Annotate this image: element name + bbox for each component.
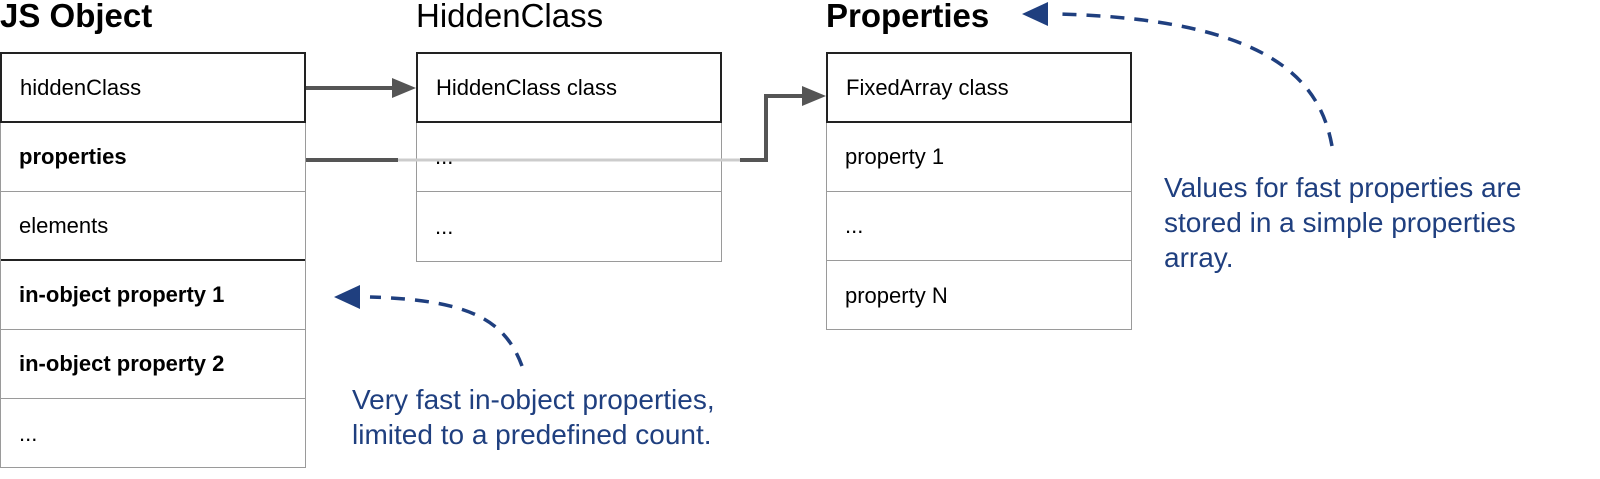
hidden-class-pointer-arrow	[306, 78, 416, 98]
hidden-class-row-1: ...	[417, 123, 721, 192]
fast-properties-note-line-2: stored in a simple properties	[1164, 207, 1516, 238]
properties-row-header: FixedArray class	[826, 52, 1132, 123]
in-object-note-arrow	[334, 285, 524, 367]
properties-row-ellipsis: ...	[827, 192, 1131, 261]
fast-properties-note-arrow	[1022, 2, 1334, 147]
properties-row-n: property N	[845, 282, 948, 308]
js-object-table: hiddenClass properties elements in-objec…	[0, 52, 306, 468]
js-object-row-in-object-2: in-object property 2	[1, 330, 305, 399]
hidden-class-row-header: HiddenClass class	[416, 52, 722, 123]
js-object-row-hidden-class: hiddenClass	[0, 52, 306, 123]
in-object-note-line-2: limited to a predefined count.	[352, 419, 712, 450]
hidden-class-row-2: ...	[435, 213, 454, 239]
js-object-row-elements: elements	[1, 192, 305, 261]
js-object-row-ellipsis: ...	[19, 420, 38, 446]
properties-pointer-arrow	[306, 86, 826, 162]
properties-row-1: property 1	[827, 123, 1131, 192]
js-object-heading: JS Object	[0, 0, 153, 34]
fast-properties-note-line-3: array.	[1164, 242, 1234, 273]
hidden-class-heading: HiddenClass	[416, 0, 604, 34]
fast-properties-note: Values for fast properties are stored in…	[1164, 170, 1521, 275]
in-object-note: Very fast in-object properties, limited …	[352, 382, 715, 452]
fast-properties-note-line-1: Values for fast properties are	[1164, 172, 1522, 203]
properties-table: FixedArray class property 1 ... property…	[826, 52, 1132, 330]
js-object-row-properties: properties	[1, 123, 305, 192]
properties-heading: Properties	[826, 0, 990, 34]
js-object-row-in-object-1: in-object property 1	[1, 261, 305, 330]
hidden-class-table: HiddenClass class ... ...	[416, 52, 722, 262]
in-object-note-line-1: Very fast in-object properties,	[352, 384, 715, 415]
